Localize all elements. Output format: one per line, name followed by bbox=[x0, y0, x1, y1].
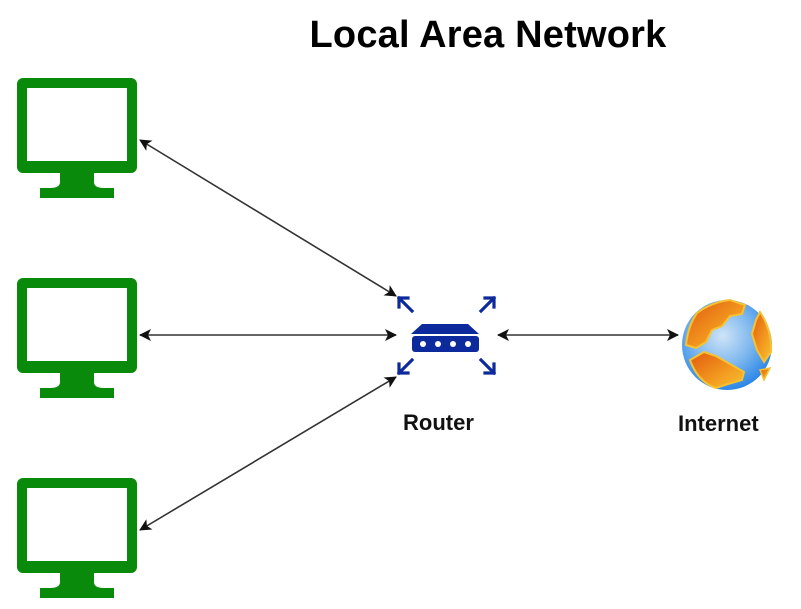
computer-1-icon bbox=[17, 78, 137, 198]
globe-icon bbox=[682, 298, 773, 390]
computer-3-icon bbox=[17, 478, 137, 598]
diagram-title: Local Area Network bbox=[309, 14, 667, 56]
internet-label: Internet bbox=[678, 411, 759, 436]
router-label: Router bbox=[403, 410, 474, 435]
edge-computer-1-router bbox=[139, 139, 397, 297]
computer-2-icon bbox=[17, 278, 137, 398]
edge-computer-3-router bbox=[139, 376, 397, 531]
router-icon bbox=[396, 295, 497, 376]
